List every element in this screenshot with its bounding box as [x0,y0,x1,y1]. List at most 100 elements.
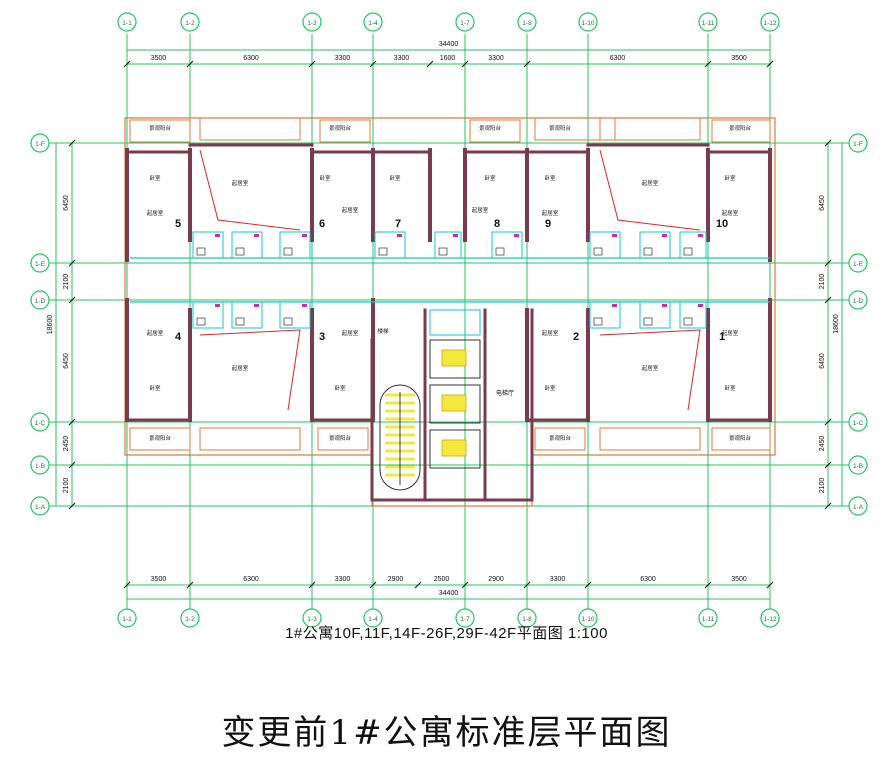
axis-label: 1-7 [460,616,470,623]
dimension-label: 3300 [335,55,351,62]
unit-number: 9 [545,218,551,230]
toilet [495,247,505,256]
axis-bubble [30,455,50,475]
dimension-label: 6450 [63,195,70,211]
dimension-total: 18600 [47,315,54,335]
dimension-tick [704,581,712,589]
room-label: 景观阳台 [549,434,572,442]
room-label: 卧室 [724,384,736,392]
room-label: 起居室 [722,209,739,217]
axis-bubble [180,12,200,32]
axis-label: 1-F [853,141,863,148]
axis-bubble [30,412,50,432]
unit-number: 6 [319,218,325,230]
axis-bubble [302,608,322,628]
dimension-tick [369,581,377,589]
axis-bubble [117,608,137,628]
room-label: 景观阳台 [729,124,752,132]
pipe-marker [612,304,617,307]
axis-label: 1-A [35,504,46,511]
dimension-tick [766,60,774,68]
pipe-marker [698,234,703,237]
axis-label: 1-1 [122,20,132,27]
dimension-tick [704,60,712,68]
room-label: 景观阳台 [329,434,352,442]
balcony [534,117,616,141]
bathroom [231,231,263,259]
dimension-label: 3500 [731,576,747,583]
dimension-tick [824,461,832,469]
axis-label: 1-A [853,504,864,511]
axis-label: 1-8 [522,20,532,27]
axis-bubble [848,133,868,153]
axis-label: 1-2 [185,616,195,623]
dimension-label: 6450 [63,353,70,369]
axis-label: 1-4 [368,616,378,623]
dimension-tick [523,60,531,68]
room-label: 起居室 [642,179,659,187]
dimension-tick [824,502,832,510]
bathroom [434,231,462,259]
pipe-marker [302,304,307,307]
toilet [378,247,388,256]
balcony [199,427,301,451]
balcony [469,119,521,143]
axis-bubble [848,290,868,310]
dimension-tick [523,581,531,589]
axis-bubble [30,253,50,273]
dimension-label: 2500 [434,576,450,583]
stair-well [379,384,421,491]
dimension-label: 6450 [819,353,826,369]
drawing-title: 变更前1#公寓标准层平面图 [221,713,672,753]
toilet [593,247,603,256]
room-label: 景观阳台 [479,124,502,132]
toilet [235,247,245,256]
unit-number: 4 [175,331,182,343]
axis-bubble [517,12,537,32]
room-label: 起居室 [147,329,164,337]
living-diagonal [599,329,701,411]
toilet [643,317,653,326]
toilet [235,317,245,326]
axis-label: 1-8 [522,616,532,623]
axis-label: 1-7 [460,20,470,27]
room-label: 景观阳台 [149,434,172,442]
axis-bubble [698,608,718,628]
balcony [129,427,191,451]
dimension-tick [824,296,832,304]
room-label: 卧室 [389,174,401,182]
room-label: 卧室 [724,174,736,182]
dimension-label: 3500 [151,576,167,583]
dimension-label: 2900 [388,576,404,583]
room-label: 卧室 [334,384,346,392]
dimension-label: 3300 [488,55,504,62]
room-label: 卧室 [149,174,161,182]
axis-bubble [760,12,780,32]
living-diagonal [199,329,301,411]
dimension-tick [824,259,832,267]
room-label: 起居室 [722,329,739,337]
elevator-car [441,349,467,367]
bathroom [491,231,523,259]
axis-bubble [302,12,322,32]
axis-label: 1-4 [368,20,378,27]
toilet [593,317,603,326]
pipe-marker [397,234,402,237]
bathroom [231,301,263,329]
toilet [683,247,693,256]
axis-label: 1-B [853,463,863,470]
dimension-tick [824,418,832,426]
room-label: 卧室 [484,174,496,182]
unit-number: 2 [573,331,579,343]
axis-label: 1-3 [307,616,317,623]
dimension-label: 6450 [819,195,826,211]
room-label: 起居室 [642,364,659,372]
elevator-car [441,394,467,412]
axis-bubble [517,608,537,628]
elevator-shaft [429,339,481,379]
axis-bubble [117,12,137,32]
balcony [317,427,369,451]
axis-label: 1-C [853,420,864,427]
axis-bubble [848,253,868,273]
